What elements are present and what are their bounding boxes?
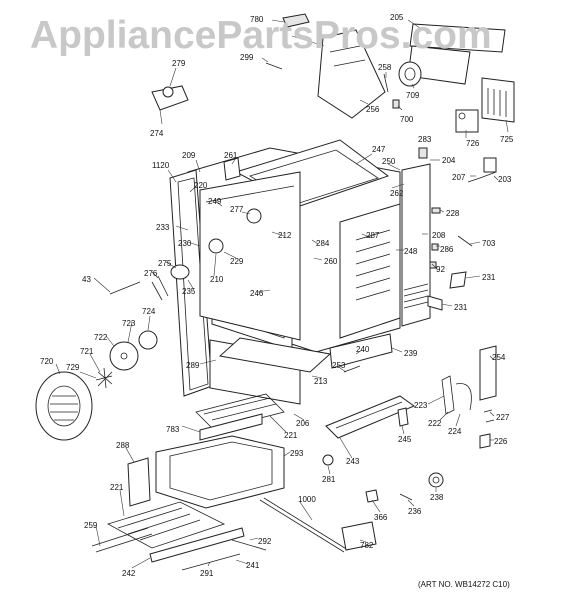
callout: 1120: [152, 161, 170, 170]
callout: 725: [500, 135, 514, 144]
callout: 220: [194, 181, 208, 190]
callout: 709: [406, 91, 420, 100]
callout-labels: 780 205 299 258 709 256 700 279 274 726 …: [40, 13, 514, 578]
callout: 729: [66, 363, 80, 372]
callout: 223: [414, 401, 428, 410]
callout: 204: [442, 156, 456, 165]
callout: 208: [432, 231, 446, 240]
callout: 1000: [298, 495, 316, 504]
callout: 250: [382, 157, 396, 166]
callout: 239: [404, 349, 418, 358]
callout: 284: [316, 239, 330, 248]
callout: 277: [230, 205, 244, 214]
callout: 224: [448, 427, 462, 436]
callout: 720: [40, 357, 54, 366]
callout: 780: [250, 15, 264, 24]
callout: 248: [404, 247, 418, 256]
callout: 261: [224, 151, 238, 160]
callout: 206: [296, 419, 310, 428]
callout: 259: [84, 521, 98, 530]
callout: 703: [482, 239, 496, 248]
callout: 288: [116, 441, 130, 450]
callout: 231: [482, 273, 496, 282]
callout: 782: [360, 541, 374, 550]
callout: 209: [182, 151, 196, 160]
callout: 723: [122, 319, 136, 328]
callout: 260: [324, 257, 338, 266]
callout: 254: [492, 353, 506, 362]
callout: 221: [284, 431, 298, 440]
callout: 249: [208, 197, 222, 206]
callout: 207: [452, 173, 466, 182]
callout: 283: [418, 135, 432, 144]
callout: 238: [430, 493, 444, 502]
callout: 205: [390, 13, 404, 22]
callout: 292: [258, 537, 272, 546]
callout: 276: [144, 269, 158, 278]
callout: 256: [366, 105, 380, 114]
callout: 722: [94, 333, 108, 342]
callout: 274: [150, 129, 164, 138]
callout: 279: [172, 59, 186, 68]
callout: 231: [454, 303, 468, 312]
callout: 246: [250, 289, 264, 298]
callout: 233: [156, 223, 170, 232]
callout: 286: [440, 245, 454, 254]
callout: 262: [390, 189, 404, 198]
callout: 291: [200, 569, 214, 578]
callout: 212: [278, 231, 292, 240]
part-drawings: [35, 13, 515, 571]
callout: 253: [332, 361, 346, 370]
callout: 235: [182, 287, 196, 296]
callout: 289: [186, 361, 200, 370]
callout: 226: [494, 437, 508, 446]
callout: 240: [356, 345, 370, 354]
callout: 726: [466, 139, 480, 148]
callout: 227: [496, 413, 510, 422]
callout: 258: [378, 63, 392, 72]
callout: 700: [400, 115, 414, 124]
callout: 299: [240, 53, 254, 62]
callout: 203: [498, 175, 512, 184]
callout: 43: [82, 275, 91, 284]
callout: 242: [122, 569, 136, 578]
callout: 229: [230, 257, 244, 266]
callout: 366: [374, 513, 388, 522]
callout: 724: [142, 307, 156, 316]
callout: 228: [446, 209, 460, 218]
callout: 222: [428, 419, 442, 428]
callout: 783: [166, 425, 180, 434]
callout: 245: [398, 435, 412, 444]
callout: 721: [80, 347, 94, 356]
callout: 230: [178, 239, 192, 248]
callout: 247: [372, 145, 386, 154]
callout: 221: [110, 483, 124, 492]
callout: 293: [290, 449, 304, 458]
callout: 92: [436, 265, 445, 274]
callout: 236: [408, 507, 422, 516]
callout: 210: [210, 275, 224, 284]
callout: 213: [314, 377, 328, 386]
callout: 275: [158, 259, 172, 268]
callout: 281: [322, 475, 336, 484]
callout: 241: [246, 561, 260, 570]
watermark: AppliancePartsPros.com: [30, 14, 492, 57]
art-number: (ART NO. WB14272 C10): [418, 580, 510, 589]
callout: 287: [366, 231, 380, 240]
leader-lines: [55, 19, 509, 569]
callout: 243: [346, 457, 360, 466]
